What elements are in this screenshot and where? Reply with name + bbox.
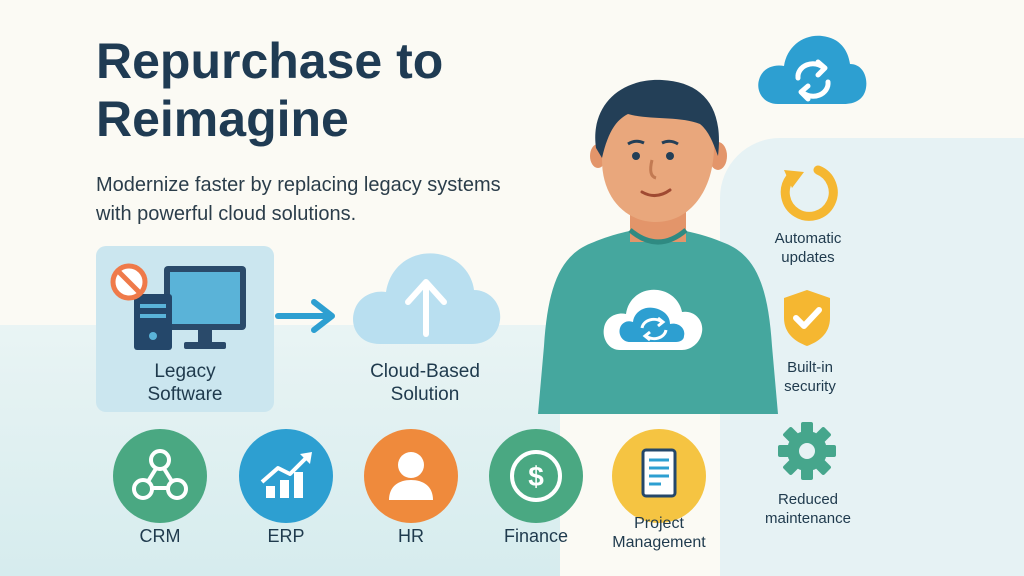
cloud-upload-icon bbox=[353, 253, 501, 344]
blocked-icon bbox=[110, 263, 148, 301]
finance-dollar-icon: $ bbox=[489, 429, 583, 523]
cloud-sync-icon bbox=[758, 35, 867, 104]
erp-growth-chart-icon bbox=[239, 429, 333, 523]
hr-person-icon bbox=[364, 429, 458, 523]
arrow-right-icon bbox=[275, 299, 335, 333]
gear-icon bbox=[778, 422, 836, 480]
app-label-hr: HR bbox=[398, 526, 424, 546]
person-illustration bbox=[538, 79, 778, 414]
refresh-icon bbox=[780, 165, 838, 221]
legacy-computer-icon bbox=[134, 266, 246, 350]
project-document-icon bbox=[612, 429, 706, 523]
crm-network-icon bbox=[113, 429, 207, 523]
page-subtitle: Modernize faster by replacing legacy sys… bbox=[96, 174, 501, 225]
svg-text:$: $ bbox=[528, 461, 544, 492]
app-label-erp: ERP bbox=[267, 526, 305, 546]
app-label-finance: Finance bbox=[503, 526, 569, 546]
shield-check-icon bbox=[784, 290, 830, 346]
app-label-crm: CRM bbox=[139, 526, 181, 546]
